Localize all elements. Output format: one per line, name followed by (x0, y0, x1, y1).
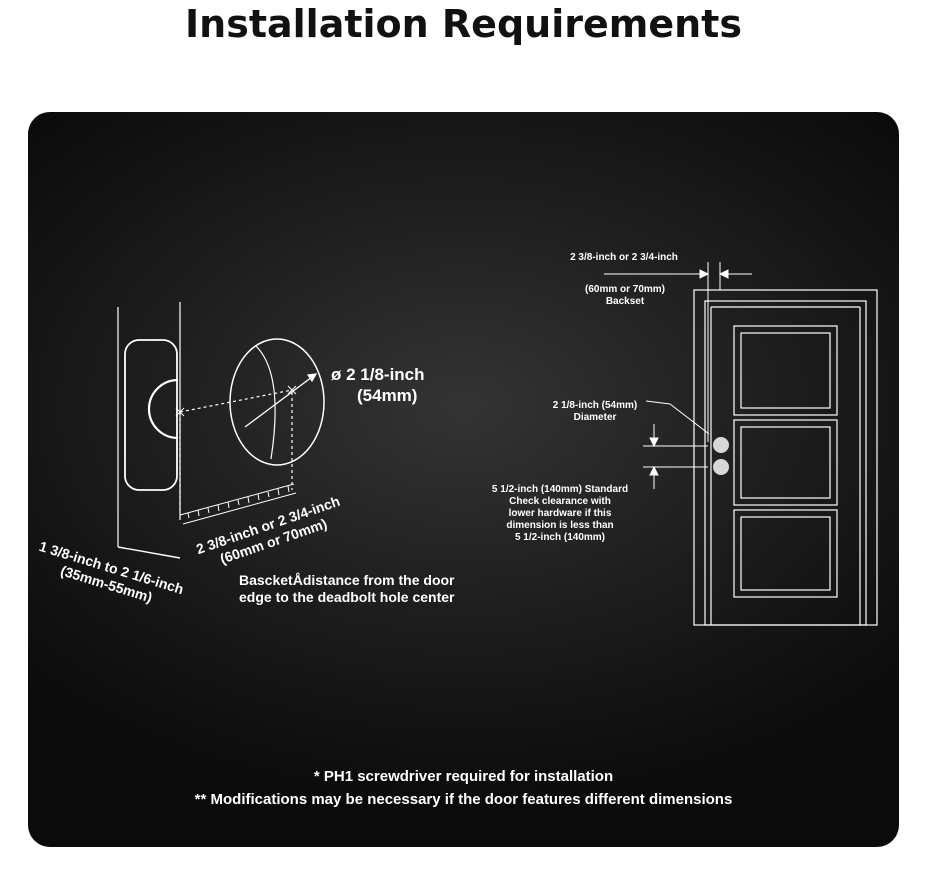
footnote-modifications: ** Modifications may be necessary if the… (194, 791, 733, 808)
center-markers (179, 389, 293, 512)
standard-spacing-label: 5 1/2-inch (140mm) Standard Check cleara… (491, 484, 629, 543)
measuring-ruler (179, 483, 297, 525)
door-frame-drawing (693, 289, 878, 626)
backset-mm-label: (60mm or 70mm) Backset (584, 284, 666, 307)
lock-faceplate (124, 339, 179, 491)
bore-diameter-label: ø 2 1/8-inch (54mm) (331, 365, 425, 405)
installation-diagram (117, 262, 878, 626)
footnote-screwdriver: * PH1 screwdriver required for installat… (313, 768, 614, 785)
diagram-panel: ø 2 1/8-inch (54mm) 2 3/8-inch or 2 3/4-… (28, 112, 899, 847)
door-panels (733, 325, 838, 598)
bore-hole-circle (229, 338, 325, 466)
page-title: Installation Requirements (185, 2, 742, 46)
backset-dimension (604, 262, 752, 442)
backset-top-label: 2 3/8-inch or 2 3/4-inch (570, 252, 678, 263)
hardware-spacing-dimension (643, 400, 710, 489)
door-edge-drawing (117, 302, 181, 559)
cross-marks (175, 385, 297, 417)
door-knobs (713, 437, 729, 475)
knob-diameter-label: 2 1/8-inch (54mm) Diameter (552, 400, 638, 423)
basket-description: BascketÅdistance from the door edge to t… (239, 572, 455, 605)
